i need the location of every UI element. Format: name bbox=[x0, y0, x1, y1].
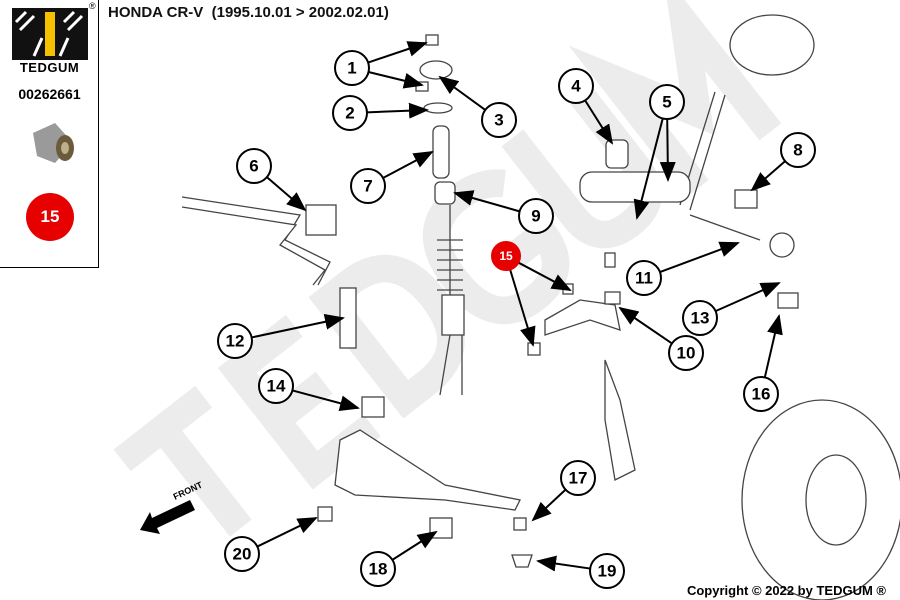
leader-arrow-5 bbox=[659, 118, 676, 182]
leader-arrow-17 bbox=[531, 488, 567, 522]
callout-label: 4 bbox=[571, 77, 581, 96]
leader-arrow-6 bbox=[266, 176, 307, 212]
callout-label: 6 bbox=[249, 157, 258, 176]
callout-label: 8 bbox=[793, 141, 802, 160]
leader-arrow-1 bbox=[367, 41, 428, 64]
callout-label: 11 bbox=[635, 269, 653, 288]
leader-arrow-9 bbox=[453, 190, 520, 213]
callout-4[interactable]: 4 bbox=[558, 68, 594, 104]
part-info-panel: ® TEDGUM 00262661 15 bbox=[0, 0, 99, 268]
leader-arrow-20 bbox=[256, 517, 318, 548]
callout-3[interactable]: 3 bbox=[481, 102, 517, 138]
leader-arrow-15 bbox=[517, 261, 572, 291]
leader-arrow-4 bbox=[584, 99, 614, 145]
callout-18[interactable]: 18 bbox=[360, 551, 396, 587]
bushing-thumbnail bbox=[33, 123, 74, 163]
callout-label: 20 bbox=[233, 545, 252, 564]
leader-arrow-2 bbox=[366, 102, 429, 119]
callout-10[interactable]: 10 bbox=[668, 335, 704, 371]
front-indicator: FRONT bbox=[140, 479, 204, 534]
leader-arrow-18 bbox=[391, 530, 438, 561]
leader-arrow-7 bbox=[382, 151, 434, 179]
callout-14[interactable]: 14 bbox=[258, 368, 294, 404]
callout-8[interactable]: 8 bbox=[780, 132, 816, 168]
callout-label: 7 bbox=[363, 177, 372, 196]
callout-5[interactable]: 5 bbox=[649, 84, 685, 120]
leader-arrow-1 bbox=[368, 71, 424, 89]
callout-20[interactable]: 20 bbox=[224, 536, 260, 572]
part-number: 00262661 bbox=[18, 86, 81, 102]
copyright: Copyright © 2022 by TEDGUM ® bbox=[686, 583, 886, 598]
callout-label: 9 bbox=[531, 207, 540, 226]
leader-arrow-5 bbox=[633, 118, 664, 220]
callout-19[interactable]: 19 bbox=[589, 553, 625, 589]
leader-arrow-12 bbox=[251, 313, 345, 339]
callout-16[interactable]: 16 bbox=[743, 376, 779, 412]
control-arms bbox=[317, 252, 636, 568]
callout-label: 12 bbox=[226, 332, 245, 351]
callout-label: 16 bbox=[752, 385, 771, 404]
callout-label: 19 bbox=[598, 562, 617, 581]
callout-label: 2 bbox=[345, 104, 354, 123]
leader-arrow-16 bbox=[763, 314, 783, 378]
leader-arrow-11 bbox=[659, 241, 740, 274]
position-badge: 15 bbox=[26, 193, 74, 241]
callout-label: 14 bbox=[267, 377, 286, 396]
callout-label: 10 bbox=[677, 344, 696, 363]
page-title: HONDA CR-V (1995.10.01 > 2002.02.01) bbox=[108, 4, 389, 21]
leader-arrow-10 bbox=[618, 306, 673, 345]
callout-17[interactable]: 17 bbox=[560, 460, 596, 496]
leader-arrow-14 bbox=[292, 389, 360, 412]
callout-label: 17 bbox=[569, 469, 588, 488]
brand-name: TEDGUM bbox=[19, 60, 80, 75]
callout-label: 15 bbox=[499, 249, 513, 263]
callout-12[interactable]: 12 bbox=[217, 323, 253, 359]
leader-arrows bbox=[251, 41, 786, 572]
registered-mark: ® bbox=[89, 1, 96, 11]
leader-arrow-13 bbox=[715, 282, 781, 313]
tedgum-logo bbox=[12, 8, 88, 60]
leader-arrow-15 bbox=[509, 269, 536, 347]
callout-label: 18 bbox=[369, 560, 388, 579]
callout-label: 13 bbox=[691, 309, 710, 328]
callout-15[interactable]: 15 bbox=[491, 241, 521, 271]
callout-11[interactable]: 11 bbox=[626, 260, 662, 296]
watermark-graphic bbox=[113, 0, 782, 537]
wheel bbox=[741, 399, 900, 600]
callout-7[interactable]: 7 bbox=[350, 168, 386, 204]
callout-label: 1 bbox=[347, 59, 356, 78]
callout-label: 3 bbox=[494, 111, 503, 130]
callout-6[interactable]: 6 bbox=[236, 148, 272, 184]
callout-9[interactable]: 9 bbox=[518, 198, 554, 234]
stabilizer-bar bbox=[181, 196, 337, 286]
callout-13[interactable]: 13 bbox=[682, 300, 718, 336]
leader-arrow-3 bbox=[438, 75, 486, 111]
callout-2[interactable]: 2 bbox=[332, 95, 368, 131]
leader-arrow-19 bbox=[536, 555, 591, 572]
callout-label: 5 bbox=[662, 93, 671, 112]
leader-arrow-8 bbox=[750, 160, 786, 192]
callout-1[interactable]: 1 bbox=[334, 50, 370, 86]
